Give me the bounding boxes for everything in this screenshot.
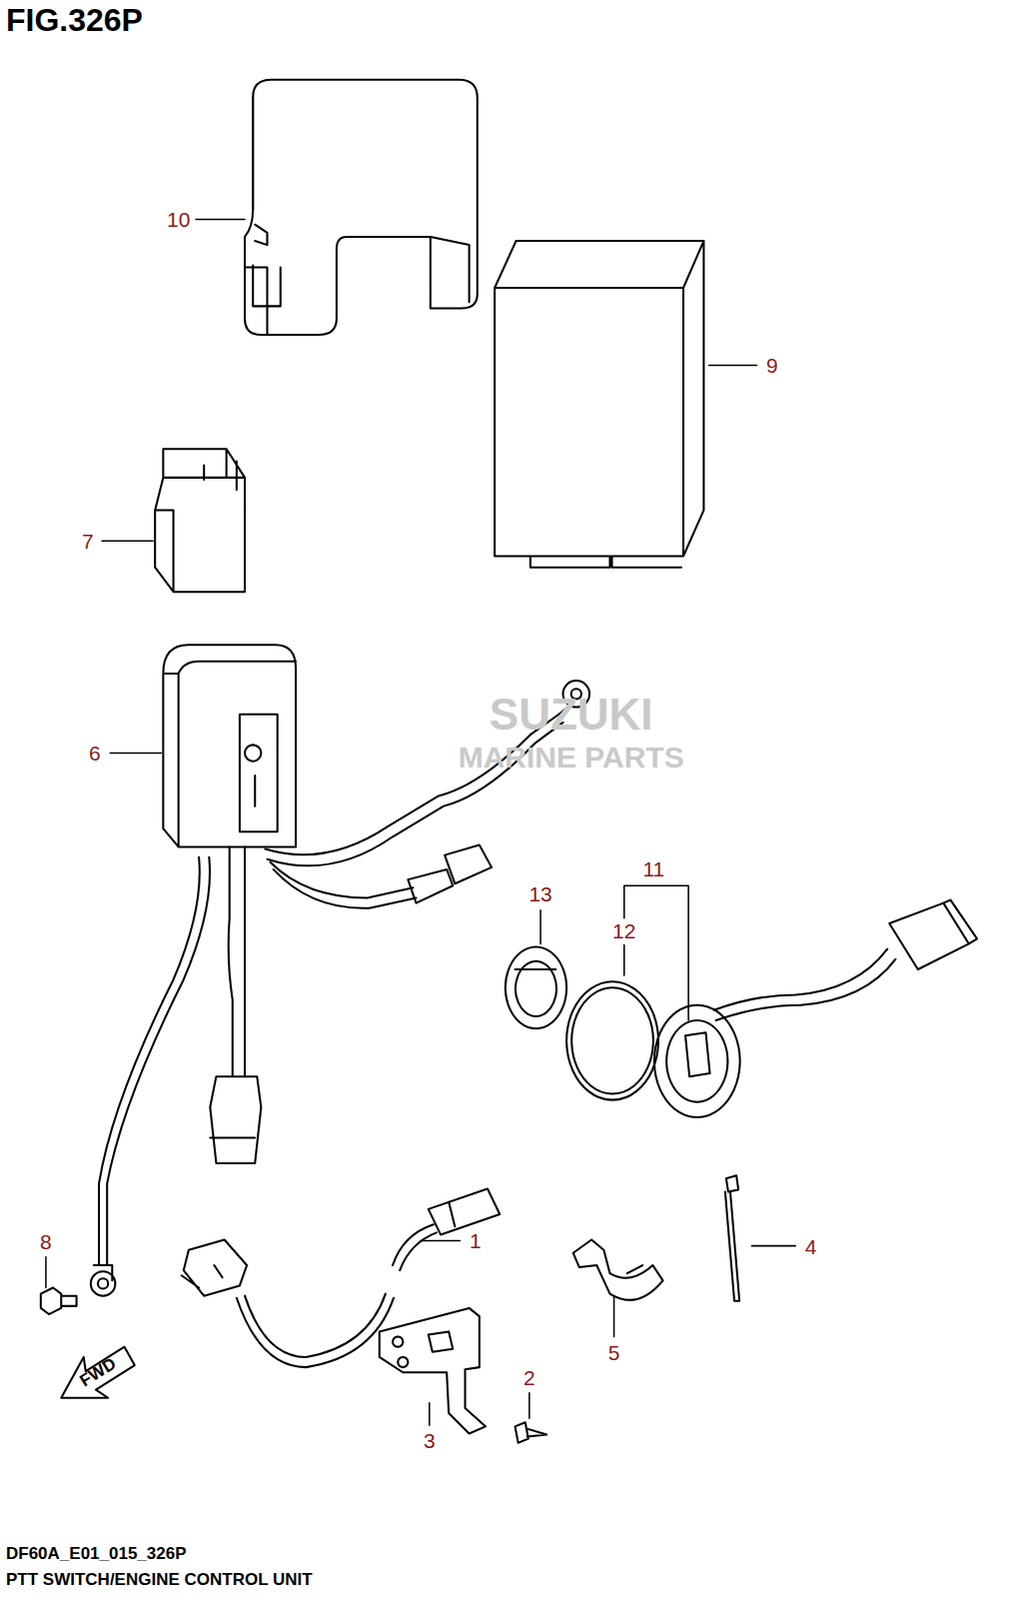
callout-number: 12 [610,919,638,943]
wire [270,862,417,909]
cover-part [244,96,470,335]
retainer-ring-part [505,947,567,1029]
callout-number: 2 [521,1365,538,1389]
wire [264,714,563,867]
wire [716,959,897,1021]
grommet-switch-part [654,949,888,1117]
connector [889,900,978,970]
watermark: SUZUKI [489,692,654,737]
callout-number: 5 [606,1339,623,1363]
figure-title: FIG.326P [5,3,143,36]
watermark: MARINE PARTS [458,742,685,773]
relay-box-part [154,448,245,592]
screw-part [515,1421,548,1442]
wire [228,846,245,1076]
callout-number: 8 [37,1229,54,1253]
fwd-arrow [60,1346,135,1398]
connector [209,1075,261,1163]
figure-code: DF60A_E01_015_326P [5,1544,187,1562]
callout-number: 6 [86,741,103,765]
connector [428,1187,500,1234]
cable-tie-part [725,1174,740,1301]
callout-number: 4 [803,1233,820,1257]
callout-number: 7 [79,529,96,553]
leader-line [45,219,796,1426]
connector [407,844,492,903]
wire [98,857,210,1265]
callout-number: 3 [421,1427,438,1451]
ecu-part [494,240,704,568]
bolt-part [40,1286,77,1314]
wire [236,1223,437,1367]
clamp-part [573,1239,664,1300]
o-ring-part [566,981,659,1099]
ring-terminal [90,1264,116,1296]
switch-box-part [162,644,296,847]
figure-caption: PTT SWITCH/ENGINE CONTROL UNIT [5,1570,313,1588]
callout-number: 10 [164,207,192,231]
callout-number: 1 [467,1228,484,1252]
cover-part [244,79,478,335]
callout-number: 11 [641,856,668,880]
callout-number: 13 [526,882,554,906]
callout-number: 9 [764,353,781,377]
sensor-part [181,1239,247,1296]
bracket-part [379,1307,486,1434]
